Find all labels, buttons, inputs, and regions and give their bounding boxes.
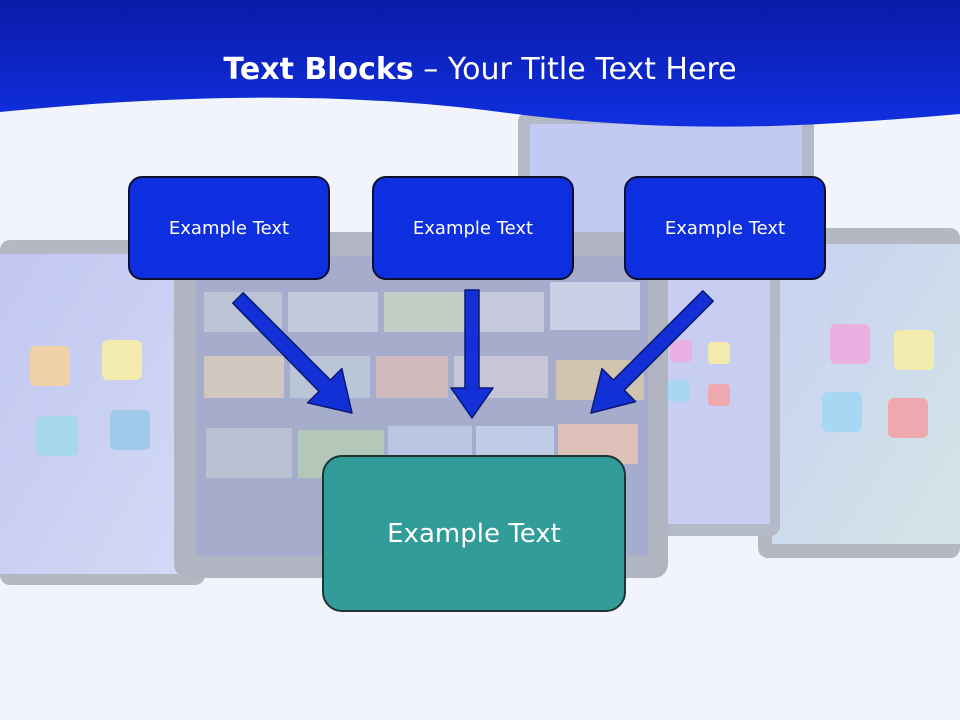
title-rest: Your Title Text Here [447,52,737,87]
text-block-center[interactable]: Example Text [372,176,574,280]
text-block-center-label: Example Text [412,217,534,239]
text-block-right-label: Example Text [664,217,786,239]
arrow-right [590,290,714,414]
arrow-left [232,292,353,414]
text-block-left-label: Example Text [168,217,290,239]
arrows [232,289,714,419]
text-block-right[interactable]: Example Text [624,176,826,280]
text-block-bottom[interactable]: Example Text [322,455,626,612]
text-block-left[interactable]: Example Text [128,176,330,280]
title-bold: Text Blocks [223,52,414,87]
slide-title: Text Blocks – Your Title Text Here [0,52,960,87]
header-band [0,0,960,127]
arrow-center [450,289,494,419]
title-dash: – [413,52,448,87]
text-block-bottom-label: Example Text [387,518,561,549]
